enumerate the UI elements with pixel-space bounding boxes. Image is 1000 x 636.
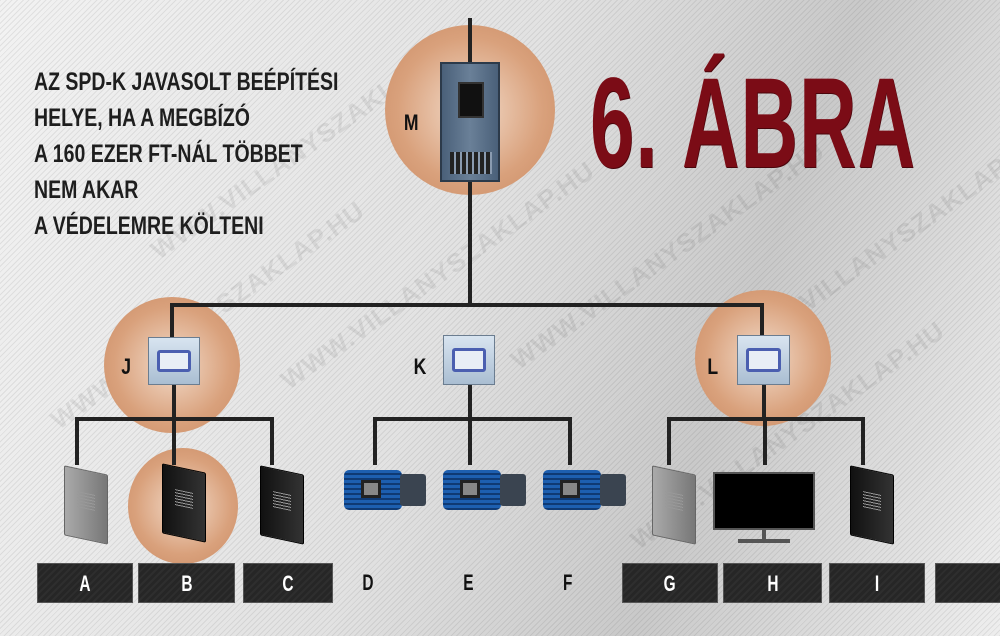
wire bbox=[170, 303, 764, 307]
wire bbox=[763, 417, 767, 465]
description-line: NEM AKAR bbox=[34, 176, 139, 204]
wire bbox=[170, 303, 174, 339]
label-f: F bbox=[563, 570, 573, 595]
label-c: C bbox=[243, 563, 333, 603]
wire bbox=[667, 417, 671, 465]
node-label-l: L bbox=[707, 354, 719, 379]
label-d: D bbox=[362, 570, 374, 595]
breakers-icon bbox=[450, 152, 492, 174]
motor-icon bbox=[443, 470, 501, 510]
label-e: E bbox=[462, 570, 474, 595]
monitor-stand bbox=[762, 530, 766, 540]
label-a: A bbox=[37, 563, 133, 603]
sub-panel-k bbox=[443, 335, 495, 385]
wire bbox=[568, 417, 572, 465]
monitor-base bbox=[738, 539, 790, 543]
sub-panel-l bbox=[737, 335, 790, 385]
description-line: HELYE, HA A MEGBÍZÓ bbox=[34, 104, 250, 132]
node-label-m: M bbox=[403, 110, 419, 135]
main-distribution-cabinet bbox=[440, 62, 500, 182]
motor-icon bbox=[543, 470, 601, 510]
description-line: AZ SPD-K JAVASOLT BEÉPÍTÉSI bbox=[34, 68, 339, 96]
wire bbox=[468, 180, 472, 305]
wire bbox=[373, 417, 377, 465]
wire bbox=[75, 417, 79, 465]
label-h: H bbox=[723, 563, 822, 603]
monitor-icon bbox=[713, 472, 815, 530]
meter-icon bbox=[458, 82, 484, 118]
figure-title: 6. ÁBRA bbox=[590, 52, 917, 195]
wire bbox=[172, 385, 176, 420]
wire bbox=[762, 385, 766, 420]
wire bbox=[172, 417, 176, 465]
label-b: B bbox=[138, 563, 235, 603]
wire bbox=[468, 385, 472, 420]
description-line: A VÉDELEMRE KÖLTENI bbox=[34, 212, 264, 240]
wire bbox=[760, 303, 764, 339]
label-i: I bbox=[829, 563, 925, 603]
computer-icon bbox=[260, 465, 304, 545]
label-g: G bbox=[622, 563, 718, 603]
computer-icon bbox=[652, 465, 696, 545]
pump-icon bbox=[600, 474, 626, 506]
label-blank bbox=[935, 563, 1000, 603]
sub-panel-j bbox=[148, 337, 200, 385]
motor-icon bbox=[344, 470, 402, 510]
computer-icon bbox=[850, 465, 894, 545]
pump-icon bbox=[400, 474, 426, 506]
pump-icon bbox=[500, 474, 526, 506]
wire bbox=[468, 417, 472, 465]
wire bbox=[270, 417, 274, 465]
wire bbox=[373, 417, 572, 421]
computer-icon bbox=[64, 465, 108, 545]
description-text: AZ SPD-K JAVASOLT BEÉPÍTÉSI HELYE, HA A … bbox=[34, 64, 338, 244]
computer-icon bbox=[162, 463, 206, 543]
node-label-j: J bbox=[121, 354, 132, 379]
node-label-k: K bbox=[413, 354, 427, 379]
wire bbox=[468, 18, 472, 64]
wire bbox=[861, 417, 865, 465]
description-line: A 160 EZER FT-NÁL TÖBBET bbox=[34, 140, 303, 168]
